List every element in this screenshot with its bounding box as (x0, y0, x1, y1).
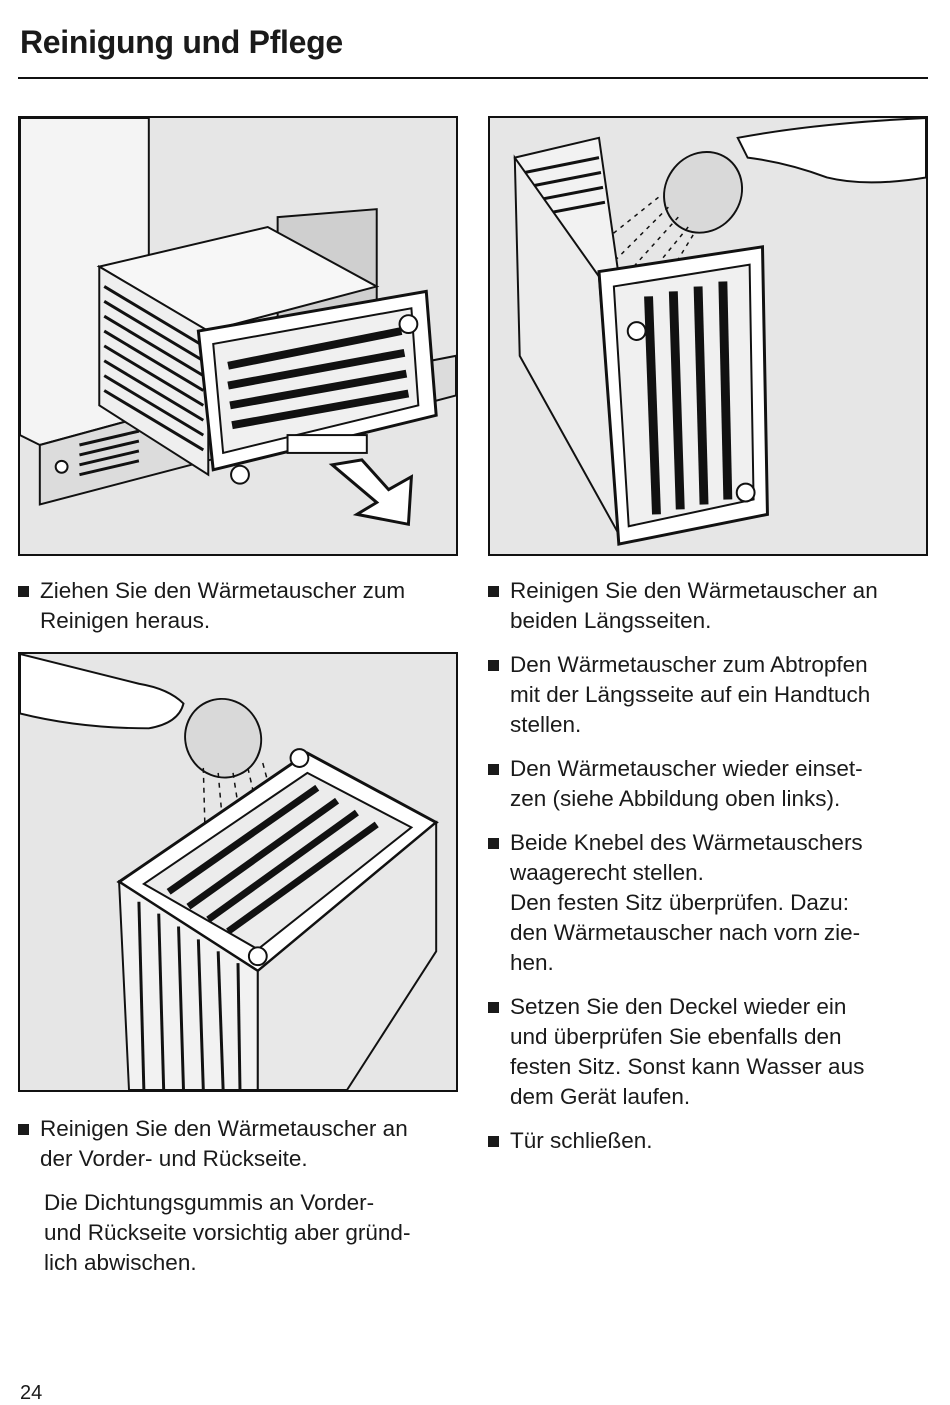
bullet-item: Tür schließen. (488, 1126, 928, 1156)
left-step-2: Reinigen Sie den Wärmetauscher an der Vo… (18, 1114, 458, 1278)
heat-exchanger-rinse-sides-illustration (513, 118, 926, 546)
figure-pull-out (18, 116, 458, 556)
figure-rinse-front (18, 652, 458, 1092)
page-title: Reinigung und Pflege (20, 24, 343, 60)
bullet-marker-icon (488, 764, 499, 775)
bullet-marker-icon (488, 660, 499, 671)
bullet-item: Den Wärmetauscher wieder einset- zen (si… (488, 754, 928, 814)
figure-rinse-sides (488, 116, 928, 556)
cleaning-note: Die Dichtungsgummis an Vorder- und Rücks… (44, 1190, 411, 1275)
right-column-steps: Reinigen Sie den Wärmetauscher an beiden… (488, 576, 928, 1170)
bullet-item: Reinigen Sie den Wärmetauscher an beiden… (488, 576, 928, 636)
title-divider (18, 77, 928, 79)
bullet-marker-icon (488, 1136, 499, 1147)
bullet-marker-icon (488, 586, 499, 597)
bullet-item: Beide Knebel des Wärmetauschers waagerec… (488, 828, 928, 978)
heat-exchanger-rinse-front-illustration (20, 654, 439, 1090)
bullet-marker-icon (488, 838, 499, 849)
bullet-marker-icon (18, 586, 29, 597)
bullet-item: Setzen Sie den Deckel wieder ein und übe… (488, 992, 928, 1112)
bullet-item: Ziehen Sie den Wärmetauscher zum Reinige… (18, 576, 458, 636)
heat-exchanger-pull-out-illustration (20, 118, 456, 527)
bullet-item: Den Wärmetauscher zum Abtropfen mit der … (488, 650, 928, 740)
bullet-marker-icon (488, 1002, 499, 1013)
bullet-marker-icon (18, 1124, 29, 1135)
page-number: 24 (20, 1382, 43, 1404)
bullet-item: Reinigen Sie den Wärmetauscher an der Vo… (18, 1114, 458, 1174)
left-step-1: Ziehen Sie den Wärmetauscher zum Reinige… (18, 576, 458, 650)
